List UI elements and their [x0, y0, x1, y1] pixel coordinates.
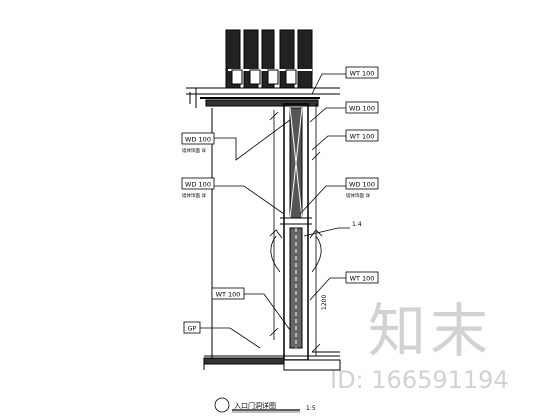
- tag-6: WD 100 墙体饰面 详: [345, 177, 379, 199]
- watermark-id: ID: 166591194: [330, 366, 509, 394]
- drawing-scale: 1:5: [306, 405, 316, 412]
- tag-9: GP: [183, 321, 201, 334]
- tag-label: GP: [188, 325, 197, 333]
- tag-label: WD 100: [349, 105, 375, 113]
- tag-7: WT 100: [211, 287, 245, 300]
- dimension-line-left: [269, 110, 279, 340]
- tag-8: WT 100: [345, 271, 379, 284]
- tag-4: WD 100 墙体饰面 详: [181, 132, 215, 154]
- leader-lines: [200, 73, 350, 349]
- section-label: 1.4: [352, 221, 362, 228]
- tag-1: WT 100: [345, 66, 379, 79]
- tag-3: WT 100: [345, 129, 379, 142]
- dimension-text: 1200: [321, 295, 328, 310]
- door-frame: [280, 103, 312, 361]
- tag-note: 墙体饰面 详: [182, 192, 206, 199]
- tag-label: WT 100: [350, 275, 375, 283]
- tag-label: WD 100: [349, 181, 375, 189]
- tag-label: WD 100: [185, 136, 211, 144]
- tag-note: 墙体饰面 详: [182, 147, 206, 154]
- drawing-title: 入口门洞详图: [234, 401, 276, 410]
- upper-cladding: [225, 29, 313, 89]
- tag-label: WT 100: [350, 133, 375, 141]
- dimension-line-right: [311, 104, 321, 356]
- tag-2: WD 100: [345, 101, 379, 114]
- tag-note: 墙体饰面 详: [346, 192, 370, 199]
- tag-5: WD 100 墙体饰面 详: [181, 177, 215, 199]
- floor: [203, 351, 341, 371]
- tag-label: WT 100: [216, 291, 241, 299]
- ceiling-slab: [186, 87, 340, 108]
- watermark-logo: 知末: [368, 297, 493, 365]
- title-block: 入口门洞详图 1:5: [214, 397, 316, 413]
- tag-label: WT 100: [350, 70, 375, 78]
- tag-label: WD 100: [185, 181, 211, 189]
